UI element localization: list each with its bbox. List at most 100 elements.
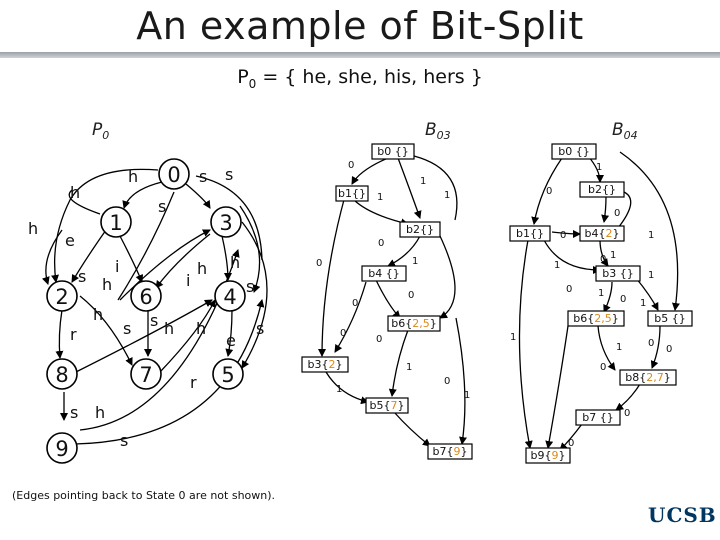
state-8: 8 (46, 358, 78, 390)
state-1: 1 (100, 206, 132, 238)
bit-label: 1 (616, 342, 622, 353)
svg-text:0: 0 (167, 163, 180, 187)
state-3: 3 (210, 206, 242, 238)
label-b04: B04 (612, 120, 638, 142)
b03-bit-labels: 0 1 1 1 0 0 1 0 0 0 0 1 1 0 1 (316, 160, 470, 401)
edge-label: s (123, 319, 131, 338)
state-9: 9 (46, 432, 78, 464)
state-7: 7 (130, 358, 162, 390)
bit-label: 1 (554, 260, 560, 271)
edge-label: s (246, 277, 254, 296)
bit-label: 1 (596, 162, 602, 173)
svg-text:b6{2,5}: b6{2,5} (573, 312, 618, 325)
bit-label: 1 (406, 362, 412, 373)
svg-text:b4{2}: b4{2} (585, 227, 620, 240)
bit-label: 1 (377, 192, 383, 203)
edge-label: e (226, 331, 236, 350)
title-divider (0, 52, 720, 58)
slide-title: An example of Bit-Split (136, 4, 584, 48)
edge-label: s (158, 197, 166, 216)
svg-text:3: 3 (219, 211, 232, 235)
svg-text:b1{}: b1{} (338, 187, 366, 200)
b03-state-b7: b7{9} (427, 443, 473, 460)
edge-label: s (70, 403, 78, 422)
b04-edges (518, 151, 680, 451)
bit-label: 0 (444, 376, 450, 387)
edge-label: i (186, 271, 190, 290)
b04-state-b3: b3 {} (595, 265, 641, 282)
svg-text:8: 8 (55, 363, 68, 387)
edge-label: s (256, 319, 264, 338)
bit-label: 0 (352, 298, 358, 309)
b04-state-b8: b8{2,7} (619, 369, 677, 386)
edge-label: s (120, 431, 128, 450)
svg-text:b0 {}: b0 {} (558, 145, 589, 158)
bit-label: 0 (624, 408, 630, 419)
svg-text:7: 7 (139, 363, 152, 387)
bit-label: 0 (348, 160, 354, 171)
b04-state-b5: b5 {} (647, 310, 693, 327)
svg-text:b7 {}: b7 {} (582, 411, 613, 424)
state-2: 2 (46, 280, 78, 312)
state-5: 5 (212, 358, 244, 390)
b04-state-b4: b4{2} (579, 225, 625, 242)
bit-label: 1 (444, 190, 450, 201)
svg-text:6: 6 (139, 285, 152, 309)
ucsb-logo: UCSB (648, 503, 717, 527)
bit-label: 0 (376, 334, 382, 345)
edge-label: r (190, 373, 197, 392)
svg-text:2: 2 (55, 285, 68, 309)
bit-label: 1 (598, 288, 604, 299)
b03-state-b5: b5{7} (365, 397, 409, 414)
bit-label: 1 (640, 298, 646, 309)
edge-label: i (115, 257, 119, 276)
svg-text:b5 {}: b5 {} (654, 312, 685, 325)
label-p0: P0 (92, 120, 109, 142)
svg-text:b3 {}: b3 {} (602, 267, 633, 280)
edge-label: s (150, 311, 158, 330)
svg-text:9: 9 (55, 437, 68, 461)
svg-text:b3{2}: b3{2} (308, 358, 343, 371)
edge-label: h (93, 305, 103, 324)
b04-state-b7: b7 {} (575, 409, 621, 426)
bit-label: 0 (378, 238, 384, 249)
b03-state-b1: b1{} (335, 185, 369, 202)
edge-label: h (196, 319, 206, 338)
svg-text:b9{9}: b9{9} (531, 449, 566, 462)
state-4: 4 (214, 280, 246, 312)
b03-edges (318, 155, 467, 447)
state-0: 0 (158, 158, 190, 190)
svg-text:b5{7}: b5{7} (370, 399, 405, 412)
bit-label: 0 (600, 254, 606, 265)
bit-label: 0 (316, 258, 322, 269)
dfa-edges (41, 168, 268, 445)
edge-label: h (28, 219, 38, 238)
svg-text:b1{}: b1{} (516, 227, 544, 240)
bit-label: 0 (546, 186, 552, 197)
svg-text:b8{2,7}: b8{2,7} (625, 371, 670, 384)
edge-label: s (199, 167, 207, 186)
edge-label: s (225, 165, 233, 184)
edge-label: h (128, 167, 138, 186)
b03-state-b2: b2{} (399, 221, 441, 238)
bit-label: 0 (408, 290, 414, 301)
svg-text:b7{9}: b7{9} (433, 445, 468, 458)
footnote-caption: (Edges pointing back to State 0 are not … (12, 489, 276, 502)
b04-state-b1: b1{} (509, 225, 551, 242)
b04-state-b0: b0 {} (551, 143, 597, 160)
bit-label: 0 (568, 438, 574, 449)
bit-label: 1 (420, 176, 426, 187)
svg-text:1: 1 (109, 211, 122, 235)
svg-text:b2{}: b2{} (588, 183, 616, 196)
edge-label: h (197, 259, 207, 278)
b03-state-b0: b0 {} (371, 143, 415, 160)
pattern-set-sub: 0 (248, 76, 257, 91)
b03-state-b4: b4 {} (361, 265, 407, 282)
svg-text:b4 {}: b4 {} (368, 267, 399, 280)
svg-text:4: 4 (223, 285, 236, 309)
label-b03: B03 (425, 120, 451, 142)
bit-label: 1 (464, 390, 470, 401)
b04-state-b9: b9{9} (525, 447, 571, 464)
state-6: 6 (130, 280, 162, 312)
